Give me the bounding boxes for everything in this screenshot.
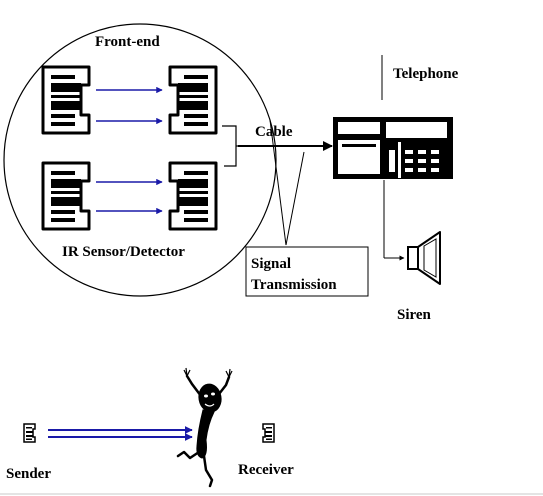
sender-label: Sender	[6, 466, 51, 482]
signal-pointer-line	[269, 119, 287, 246]
signal-transmission-box	[245, 246, 369, 297]
intruder-figure-icon	[176, 367, 233, 488]
front-end-label: Front-end	[95, 34, 160, 50]
sensor-icon	[168, 161, 218, 231]
siren-speaker-icon	[407, 231, 441, 285]
ir-sensor-label: IR Sensor/Detector	[62, 244, 185, 260]
telephone-label: Telephone	[393, 66, 459, 82]
receiver-label: Receiver	[238, 462, 294, 478]
cable-label: Cable	[255, 124, 293, 140]
siren-label: Siren	[397, 307, 432, 323]
signal-label-line1: Signal	[251, 256, 291, 272]
sensor-connector	[222, 125, 240, 167]
sender-sensor-icon	[23, 423, 36, 443]
sensor-icon	[41, 65, 91, 135]
sensor-icon	[168, 65, 218, 135]
sensor-icon	[41, 161, 91, 231]
signal-label-line2: Transmission	[251, 277, 337, 293]
telephone-icon	[333, 117, 453, 179]
receiver-sensor-icon	[262, 423, 275, 443]
signal-pointer-line	[285, 151, 305, 246]
front-end-boundary	[3, 23, 277, 297]
